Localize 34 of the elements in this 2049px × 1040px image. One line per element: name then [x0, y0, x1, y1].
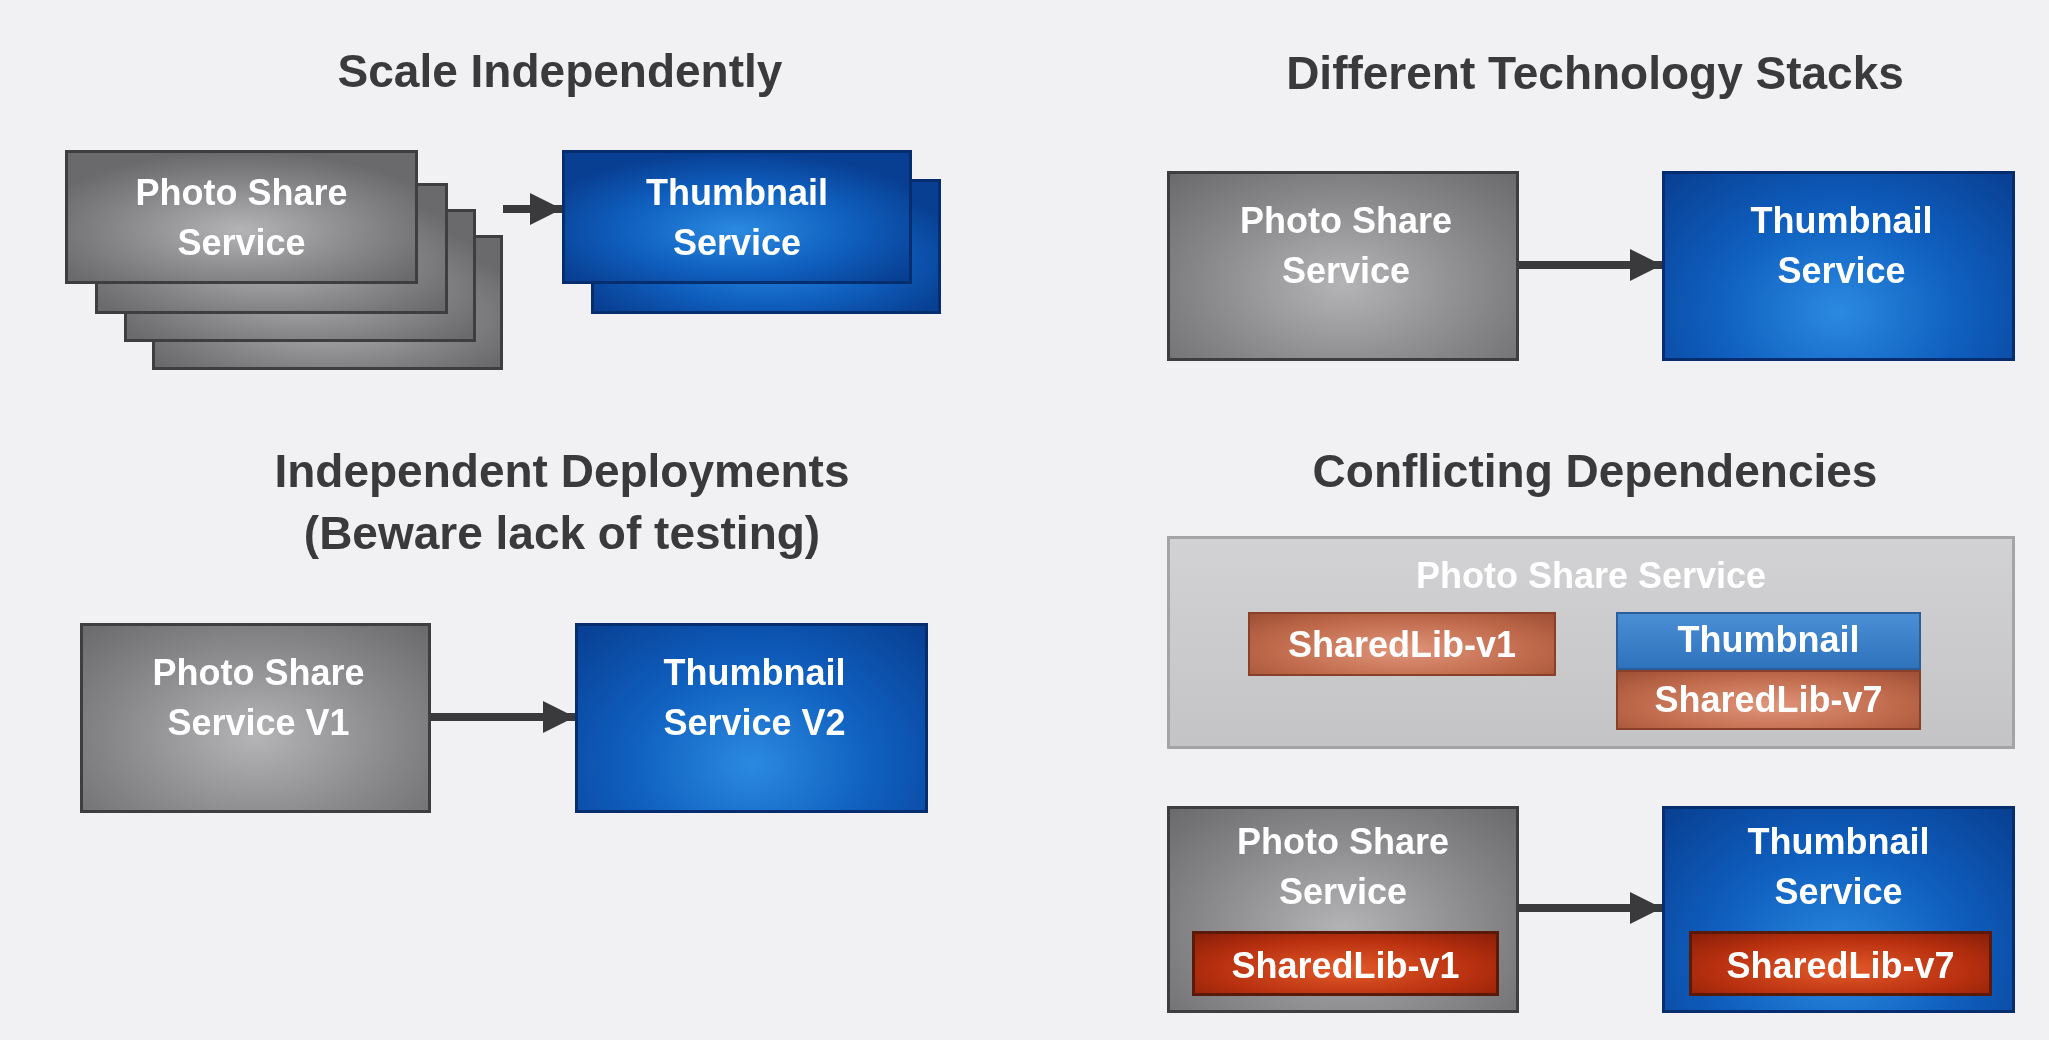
- section-heading: Different Technology Stacks: [1285, 46, 1905, 101]
- component-box: [1616, 612, 1921, 670]
- container-box: [1167, 536, 2015, 749]
- box-label: Thumbnail Service: [645, 171, 829, 265]
- box-label: Photo Share Service: [1236, 820, 1450, 914]
- library-box: [1192, 931, 1499, 996]
- box-label: SharedLib-v7: [1654, 678, 1883, 722]
- box-label: SharedLib-v7: [1726, 944, 1955, 988]
- arrow: [1519, 892, 1662, 924]
- box-label: Thumbnail Service V2: [662, 651, 847, 745]
- box-label: Photo Share Service: [134, 171, 349, 265]
- box-label: Thumbnail Service: [1749, 199, 1934, 293]
- service-box: [575, 623, 928, 813]
- library-box: [1248, 612, 1556, 676]
- box-label: Photo Share Service V1: [151, 651, 366, 745]
- library-box: [1689, 931, 1992, 996]
- section-heading: Scale Independently: [336, 44, 784, 99]
- section-heading: Independent Deployments (Beware lack of testing): [273, 444, 851, 561]
- stacked-service-boxes: [562, 150, 941, 314]
- service-box: [1167, 806, 1519, 1013]
- section-heading: Conflicting Dependencies: [1311, 444, 1879, 499]
- box-label: Thumbnail: [1677, 618, 1860, 662]
- stacked-service-boxes: [65, 150, 503, 370]
- service-box: [1662, 806, 2015, 1013]
- box-label: Photo Share Service: [1239, 199, 1453, 293]
- service-box: [80, 623, 431, 813]
- service-box: [1167, 171, 1519, 361]
- box-label: SharedLib-v1: [1231, 944, 1460, 988]
- box-label: Thumbnail Service: [1746, 820, 1931, 914]
- arrow: [431, 701, 575, 733]
- box-label: SharedLib-v1: [1287, 623, 1517, 667]
- arrow: [1519, 249, 1662, 281]
- library-box: [1616, 670, 1921, 730]
- service-box: [1662, 171, 2015, 361]
